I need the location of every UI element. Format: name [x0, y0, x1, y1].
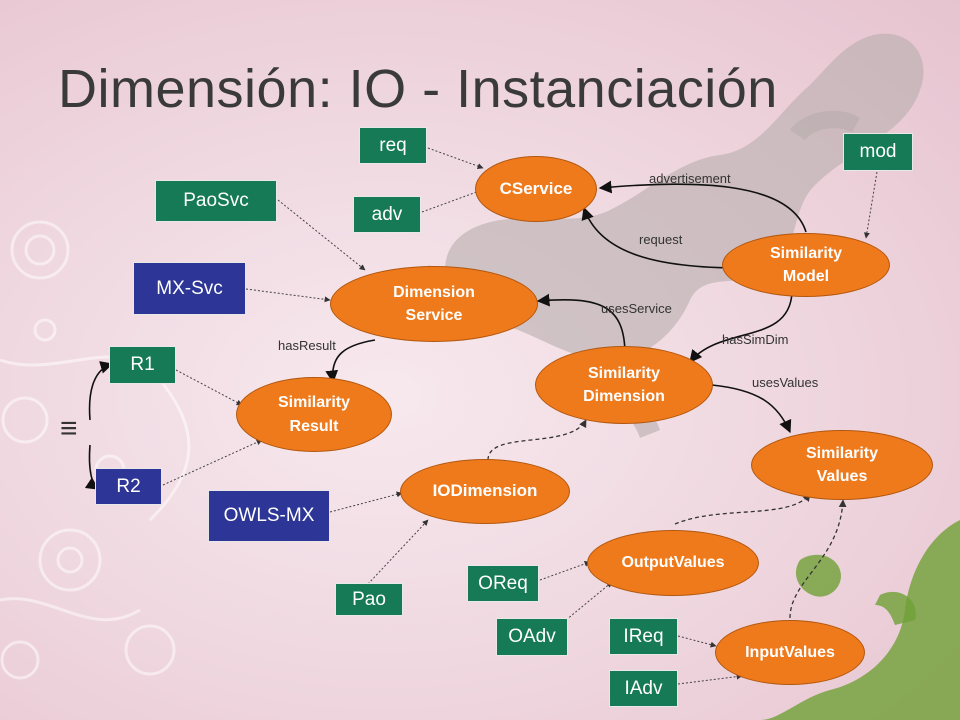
similarity-result-label-line1: Similarity — [277, 394, 351, 412]
r2-instance-box: R2 — [95, 468, 162, 505]
adv-instance-box: adv — [353, 196, 421, 233]
iadv-instance-box: IAdv — [609, 670, 678, 707]
iodimension-label: IODimension — [432, 481, 538, 501]
paosvc-instance-box: PaoSvc — [155, 180, 277, 222]
subclass-edge-outputvalues-similarityvalues — [674, 493, 811, 525]
edge-label-hasresult: hasResult — [278, 338, 336, 353]
property-edge-usesservice — [536, 293, 626, 356]
instance-edge-r2-similarityresult — [162, 439, 263, 486]
instance-edge-oreq-outputvalues — [539, 561, 591, 581]
inputvalues-label: InputValues — [745, 643, 835, 661]
subclass-edge-iodimension-similaritydimension — [487, 419, 587, 461]
similarity-model-concept-node: Similarity Model — [722, 233, 890, 297]
instance-edge-owlsmx-iodimension — [329, 491, 403, 513]
similarity-result-label-line2: Result — [289, 417, 339, 435]
property-edge-request — [581, 206, 743, 269]
instance-edge-oadv-outputvalues — [559, 581, 613, 626]
similarity-values-label-line1: Similarity — [805, 444, 879, 462]
property-edge-hasresult — [325, 339, 376, 384]
edge-label-hassimdim: hasSimDim — [722, 332, 789, 347]
dimension-service-concept-node: Dimension Service — [330, 266, 538, 342]
outputvalues-label: OutputValues — [621, 554, 725, 572]
equivalence-symbol: ≡ — [60, 412, 78, 445]
dimension-service-label-line1: Dimension — [393, 283, 475, 301]
similarity-model-label-line2: Model — [782, 268, 830, 285]
instance-edge-pao-iodimension — [367, 519, 429, 585]
property-edge-hassimdim — [689, 291, 793, 363]
similarity-values-label-line2: Values — [816, 468, 868, 485]
similarity-values-concept-node: Similarity Values — [751, 430, 933, 500]
edge-label-usesvalues: usesValues — [752, 375, 819, 390]
edge-label-advertisement: advertisement — [649, 171, 731, 186]
similarity-result-concept-node: Similarity Result — [236, 377, 392, 452]
edge-label-request: request — [639, 232, 683, 247]
instance-edge-r1-similarityresult — [175, 369, 243, 406]
instance-edge-req-cservice — [427, 147, 484, 169]
instance-edge-mod-similaritymodel — [863, 171, 878, 239]
instance-edge-paosvc-dimensionservice — [277, 199, 366, 271]
similarity-dimension-label-line2: Dimension — [583, 388, 665, 405]
oreq-instance-box: OReq — [467, 565, 539, 602]
oadv-instance-box: OAdv — [496, 618, 568, 656]
outputvalues-concept-node: OutputValues — [587, 530, 759, 596]
instance-edge-mxsvc-dimensionservice — [245, 288, 331, 303]
cservice-label: CService — [499, 178, 573, 198]
mxsvc-instance-box: MX-Svc — [133, 262, 246, 315]
r1-instance-box: R1 — [109, 346, 176, 384]
req-instance-box: req — [359, 127, 427, 164]
instance-edge-adv-cservice — [421, 189, 483, 213]
pao-instance-box: Pao — [335, 583, 403, 616]
owlsmx-instance-box: OWLS-MX — [208, 490, 330, 542]
dimension-service-label-line2: Service — [405, 307, 463, 324]
similarity-model-label-line1: Similarity — [769, 244, 843, 262]
ireq-instance-box: IReq — [609, 618, 678, 655]
mod-instance-box: mod — [843, 133, 913, 171]
green-gecko-shape — [760, 520, 960, 720]
similarity-dimension-concept-node: Similarity Dimension — [535, 346, 713, 424]
iodimension-concept-node: IODimension — [400, 459, 570, 524]
property-edge-advertisement — [598, 180, 807, 233]
instance-edge-iadv-inputvalues — [677, 673, 743, 685]
property-edge-usesvalues — [711, 384, 792, 434]
equivalence-edge-r1 — [88, 361, 114, 421]
inputvalues-concept-node: InputValues — [715, 620, 865, 685]
similarity-dimension-label-line1: Similarity — [587, 364, 660, 382]
edge-label-usesservice: usesService — [601, 301, 672, 316]
cservice-concept-node: CService — [475, 156, 597, 222]
instance-edge-ireq-inputvalues — [677, 635, 717, 648]
subclass-edge-inputvalues-similarityvalues — [789, 499, 847, 619]
page-title: Dimensión: IO - Instanciación — [58, 59, 778, 119]
